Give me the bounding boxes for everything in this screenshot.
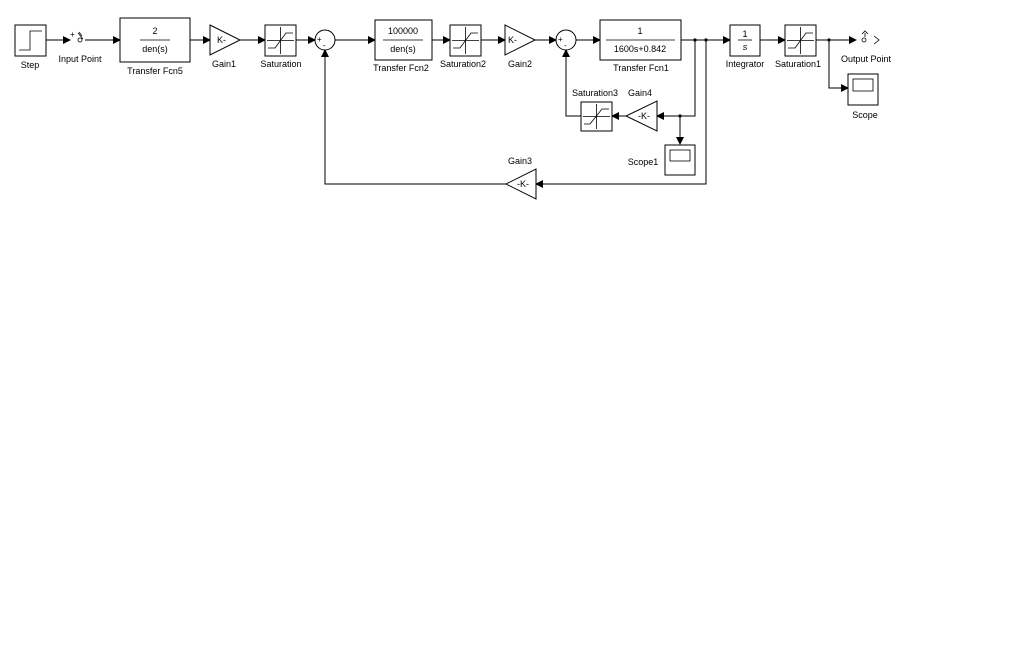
sum1-sign-minus: -	[323, 41, 326, 50]
tf5-label: Transfer Fcn5	[127, 66, 183, 76]
sum1-sign-plus: +	[317, 35, 322, 44]
branch-point	[678, 114, 682, 118]
line-gain3-to-sum1[interactable]	[321, 49, 506, 185]
integrator-denominator: s	[743, 42, 748, 52]
output-point-block[interactable]: Output Point	[841, 30, 892, 64]
gain1-label: Gain1	[212, 59, 236, 69]
output-point-label: Output Point	[841, 54, 892, 64]
line-branch-to-scope[interactable]	[828, 40, 849, 92]
tf2-numerator: 100000	[388, 26, 418, 36]
gain1-block[interactable]: K- Gain1	[209, 24, 242, 69]
input-point-marker	[77, 37, 83, 43]
gain1-value: K-	[217, 35, 226, 45]
saturation1-block[interactable]: Saturation1	[775, 24, 821, 69]
transfer-fcn5-block[interactable]: 2 den(s) Transfer Fcn5	[119, 17, 191, 76]
saturation2-block[interactable]: Saturation2	[440, 24, 486, 69]
line-branch-to-gain4[interactable]	[656, 40, 696, 120]
tf1-numerator: 1	[637, 26, 642, 36]
step-icon	[19, 30, 42, 51]
signal-lines	[46, 36, 857, 188]
integrator-block[interactable]: 1 s Integrator	[726, 24, 765, 69]
gain4-block[interactable]: -K- Gain4	[624, 88, 658, 132]
input-point-sign: +	[70, 30, 75, 39]
saturation3-label: Saturation3	[572, 88, 618, 98]
branch-point	[693, 38, 697, 42]
saturation2-label: Saturation2	[440, 59, 486, 69]
saturation1-label: Saturation1	[775, 59, 821, 69]
integrator-numerator: 1	[742, 29, 747, 39]
sum1-block[interactable]: + -	[314, 29, 336, 51]
scope-screen-icon	[852, 78, 874, 92]
scope-label: Scope	[852, 110, 878, 120]
tf5-denominator: den(s)	[142, 44, 168, 54]
sum2-block[interactable]: + -	[555, 29, 577, 51]
integrator-label: Integrator	[726, 59, 765, 69]
gain4-value: -K-	[638, 111, 650, 121]
tf2-denominator: den(s)	[390, 44, 416, 54]
saturation1-icon	[788, 32, 813, 49]
saturation-block[interactable]: Saturation	[260, 24, 302, 69]
output-point-icon	[861, 30, 880, 45]
line-branch-to-gain3[interactable]	[535, 40, 707, 188]
saturation3-block[interactable]: Saturation3	[572, 88, 618, 132]
sum2-sign-plus: +	[558, 35, 563, 44]
gain2-block[interactable]: K- Gain2	[504, 24, 537, 69]
gain3-value: -K-	[517, 179, 529, 189]
transfer-fcn2-block[interactable]: 100000 den(s) Transfer Fcn2	[373, 19, 433, 73]
scope1-label: Scope1	[628, 157, 659, 167]
gain2-label: Gain2	[508, 59, 532, 69]
saturation-icon	[268, 32, 293, 49]
tf2-label: Transfer Fcn2	[373, 63, 429, 73]
input-point-icon	[77, 31, 84, 40]
saturation-label: Saturation	[260, 59, 301, 69]
scope-block[interactable]: Scope	[847, 73, 879, 120]
gain3-block[interactable]: -K- Gain3	[504, 156, 537, 200]
branch-point	[827, 38, 831, 42]
scope1-block[interactable]: Scope1	[628, 144, 696, 176]
branch-points	[678, 38, 831, 118]
sum2-sign-minus: -	[564, 41, 567, 50]
input-point-label: Input Point	[58, 54, 102, 64]
gain3-label: Gain3	[508, 156, 532, 166]
saturation2-icon	[453, 32, 478, 49]
tf1-label: Transfer Fcn1	[613, 63, 669, 73]
output-point-marker	[861, 37, 867, 43]
gain4-label: Gain4	[628, 88, 652, 98]
tf1-denominator: 1600s+0.842	[614, 44, 666, 54]
tf5-numerator: 2	[152, 26, 157, 36]
input-point-block[interactable]: + Input Point	[58, 30, 102, 64]
step-label: Step	[21, 60, 40, 70]
gain2-value: K-	[508, 35, 517, 45]
transfer-fcn1-block[interactable]: 1 1600s+0.842 Transfer Fcn1	[599, 19, 682, 73]
step-block[interactable]: Step	[14, 24, 47, 70]
saturation3-icon	[584, 108, 609, 125]
scope1-screen-icon	[669, 149, 691, 162]
line-saturation3-to-sum2[interactable]	[562, 49, 581, 117]
branch-point	[704, 38, 708, 42]
